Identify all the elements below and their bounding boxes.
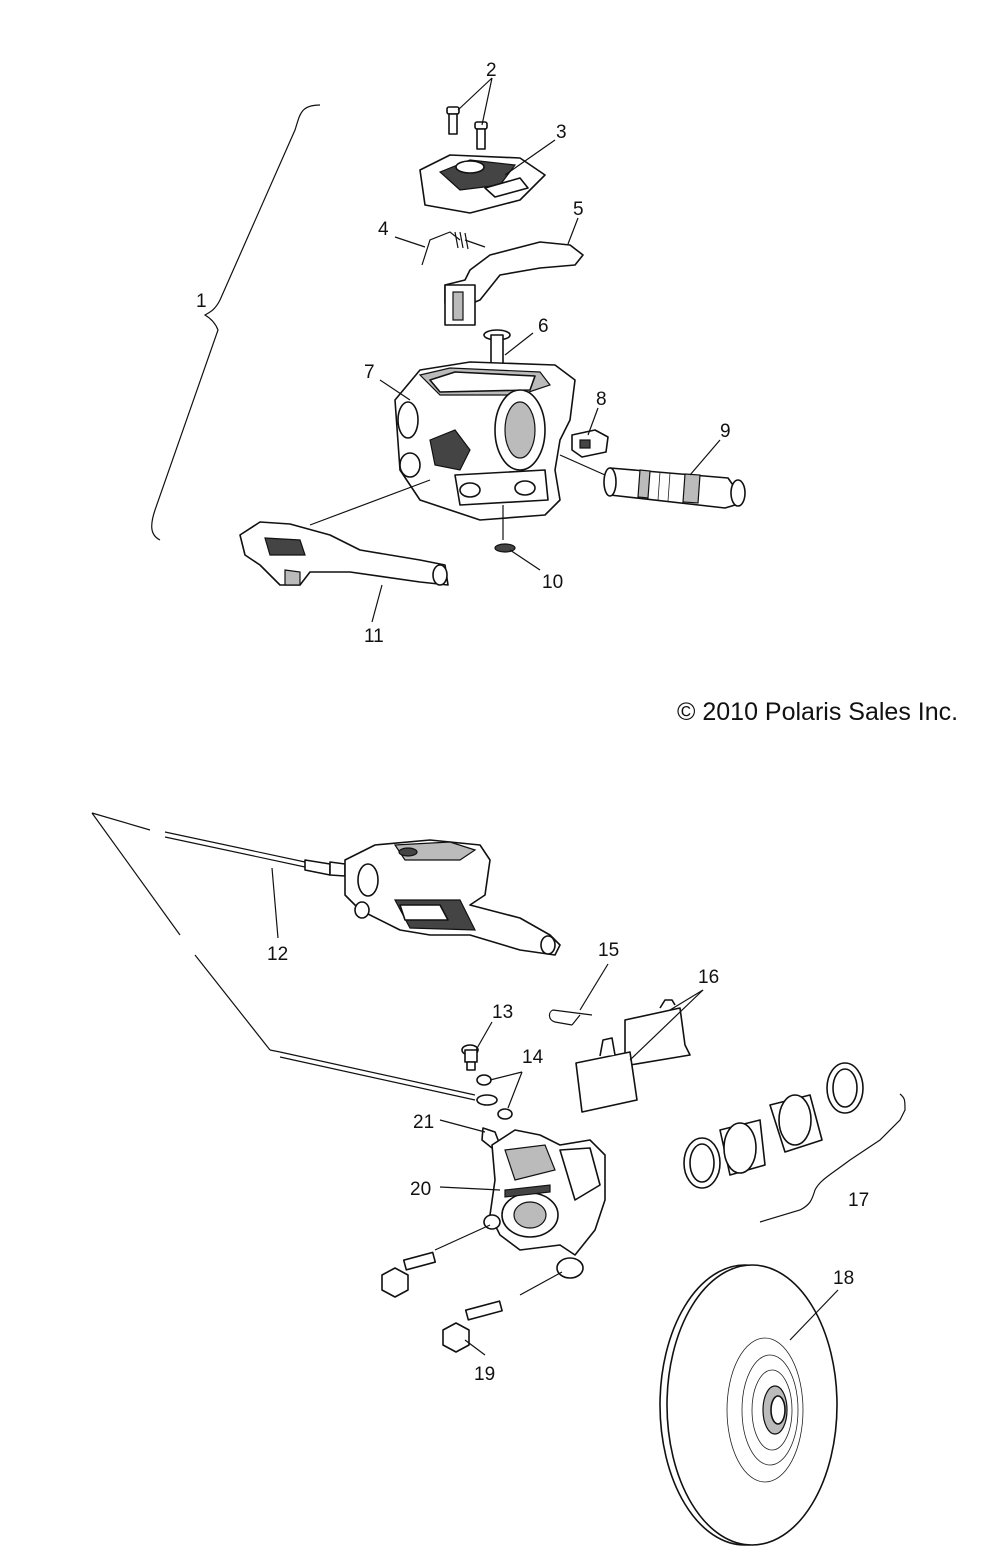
callout-7: 7 bbox=[364, 362, 375, 383]
pad-pin-part-15 bbox=[548, 1009, 593, 1026]
callout-12: 12 bbox=[267, 944, 288, 965]
callout-17: 17 bbox=[848, 1190, 869, 1211]
leader-2b bbox=[481, 77, 493, 126]
leader-bolt-axis-1 bbox=[434, 1224, 491, 1251]
callout-13: 13 bbox=[492, 1002, 513, 1023]
caliper-pistons-part-17 bbox=[683, 1062, 864, 1189]
screw-part-2a bbox=[446, 106, 460, 135]
leader-bolt-axis-2 bbox=[519, 1271, 563, 1296]
caliper-part-20 bbox=[483, 1129, 606, 1279]
brake-rotor-part-18 bbox=[659, 1264, 838, 1546]
callout-10: 10 bbox=[542, 572, 563, 593]
spring-part-4 bbox=[421, 231, 486, 266]
assembly-brace bbox=[151, 104, 321, 541]
callout-18: 18 bbox=[833, 1268, 854, 1289]
callout-4: 4 bbox=[378, 219, 389, 240]
leader-18 bbox=[789, 1289, 839, 1341]
leader-9 bbox=[689, 439, 721, 476]
leader-16b bbox=[629, 989, 704, 1061]
screw-part-2b bbox=[474, 121, 488, 150]
leader-3 bbox=[504, 139, 556, 176]
lever-arm-part-5 bbox=[444, 241, 584, 326]
callout-1: 1 bbox=[196, 291, 207, 312]
callout-21: 21 bbox=[413, 1112, 434, 1133]
brake-line-part-12 bbox=[91, 812, 498, 1106]
callout-19: 19 bbox=[474, 1364, 495, 1385]
banjo-bolt-part-13 bbox=[461, 1044, 479, 1071]
callout-8: 8 bbox=[596, 389, 607, 410]
callout-3: 3 bbox=[556, 122, 567, 143]
leader-2a bbox=[457, 77, 493, 111]
leader-11 bbox=[371, 584, 383, 623]
leader-15 bbox=[579, 963, 609, 1011]
leader-12 bbox=[271, 867, 279, 939]
leader-21 bbox=[439, 1119, 486, 1133]
callout-9: 9 bbox=[720, 421, 731, 442]
switch-part-8 bbox=[571, 429, 609, 458]
leader-19 bbox=[464, 1339, 486, 1356]
mounting-bolt-part-19a bbox=[381, 1251, 437, 1298]
callout-20: 20 bbox=[410, 1179, 431, 1200]
master-cylinder-assembly bbox=[344, 839, 561, 956]
leader-lever-axis bbox=[309, 479, 431, 526]
leader-13 bbox=[475, 1021, 493, 1051]
callout-5: 5 bbox=[573, 199, 584, 220]
leader-piston-axis bbox=[559, 454, 606, 476]
brake-lever-part-11 bbox=[239, 521, 449, 586]
callout-2: 2 bbox=[486, 60, 497, 81]
leader-10 bbox=[509, 549, 541, 571]
leader-14a bbox=[489, 1071, 523, 1081]
leader-20 bbox=[439, 1186, 501, 1191]
leader-14b bbox=[507, 1071, 523, 1109]
leader-4 bbox=[394, 236, 426, 248]
pistons-brace bbox=[759, 1093, 906, 1223]
callout-15: 15 bbox=[598, 940, 619, 961]
callout-14: 14 bbox=[522, 1047, 544, 1068]
brake-pad-part-16a bbox=[624, 999, 691, 1066]
washer-part-14a bbox=[476, 1074, 492, 1086]
copyright-notice: © 2010 Polaris Sales Inc. bbox=[677, 698, 958, 726]
callout-6: 6 bbox=[538, 316, 549, 337]
callout-16: 16 bbox=[698, 967, 719, 988]
mounting-bolt-part-19b bbox=[442, 1300, 503, 1353]
washer-part-14b bbox=[497, 1108, 513, 1120]
brake-pad-part-16b bbox=[575, 1037, 638, 1113]
piston-part-9 bbox=[603, 467, 746, 509]
reservoir-cover-part-3 bbox=[419, 154, 546, 214]
master-cylinder-part-7 bbox=[394, 361, 576, 521]
leader-7 bbox=[379, 379, 411, 401]
leader-16a bbox=[669, 989, 704, 1011]
leader-5 bbox=[567, 217, 579, 245]
leader-6 bbox=[504, 332, 534, 356]
callout-11: 11 bbox=[364, 626, 384, 647]
leader-8 bbox=[587, 407, 599, 436]
